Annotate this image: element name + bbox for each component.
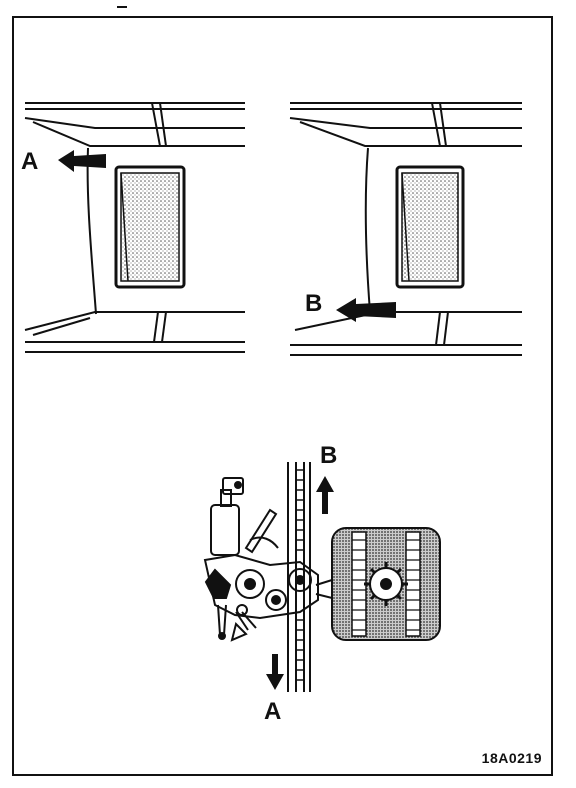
arrow-a-left bbox=[58, 150, 106, 172]
door-panel-left bbox=[24, 102, 245, 353]
arrow-a-down bbox=[266, 654, 284, 690]
arrow-b-up bbox=[316, 476, 334, 514]
figure-code: 18A0219 bbox=[481, 750, 542, 766]
sprocket-detail bbox=[331, 527, 441, 641]
label-arrow-b-bottom: B bbox=[320, 442, 338, 469]
label-arrow-a-bottom: A bbox=[264, 698, 282, 725]
label-arrow-b-top: B bbox=[305, 290, 323, 317]
door-panel-right bbox=[289, 102, 522, 356]
window-regulator bbox=[203, 462, 333, 692]
arrow-b-left bbox=[336, 298, 396, 322]
label-arrow-a-top: A bbox=[21, 148, 39, 175]
figure-frame bbox=[12, 16, 553, 776]
corner-tick bbox=[117, 6, 127, 8]
